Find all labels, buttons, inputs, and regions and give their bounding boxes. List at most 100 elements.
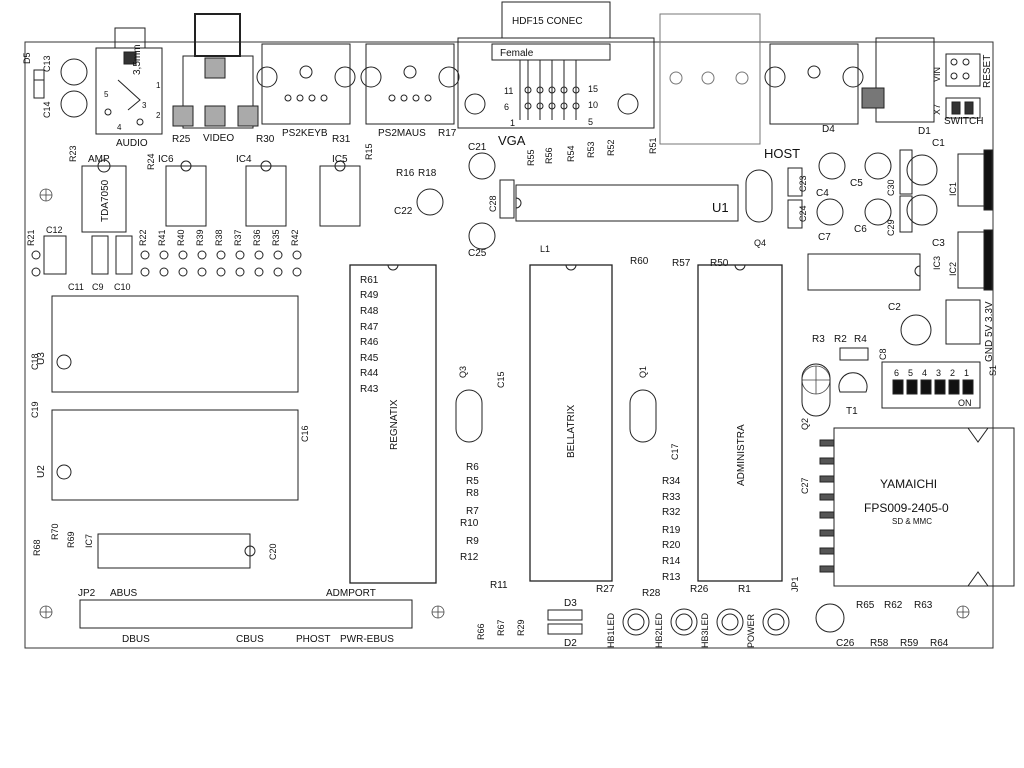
r36-label: R36	[252, 229, 262, 246]
r24-label: R24	[146, 153, 156, 170]
r1-label: R1	[738, 584, 751, 595]
jack-pin-label: 1	[156, 81, 161, 90]
ic7-chip	[97, 533, 256, 569]
r3-label: R3	[812, 334, 825, 345]
ic1-label: IC1	[948, 182, 958, 196]
amp-label: AMP	[88, 154, 110, 165]
r40-label: R40	[176, 229, 186, 246]
r37-label: R37	[233, 229, 243, 246]
c8-label: C8	[878, 348, 888, 360]
r20-label: R20	[662, 540, 681, 551]
l1-label: L1	[540, 244, 550, 254]
c19-label: C19	[30, 401, 40, 418]
c23-label: C23	[798, 175, 808, 192]
r32-label: R32	[662, 507, 681, 518]
ic4-chip	[245, 160, 287, 227]
audio-label: AUDIO	[116, 138, 148, 149]
r52-label: R52	[606, 139, 616, 156]
dip-pos-label: 3	[936, 368, 941, 378]
d2-label: D2	[564, 638, 577, 649]
tda-label: TDA7050	[100, 179, 111, 222]
r66-label: R66	[476, 623, 486, 640]
r69-label: R69	[66, 531, 76, 548]
vin-label: VIN	[932, 67, 942, 82]
led-label: HB2LED	[654, 612, 664, 648]
c3-label: C3	[932, 238, 945, 249]
r51-label: R51	[648, 137, 658, 154]
pwr-ebus-label: PWR-EBUS	[340, 634, 394, 645]
r58-label: R58	[870, 638, 889, 649]
r7-label: R7	[466, 506, 479, 517]
r61-label: R61	[360, 275, 379, 286]
vga-pin-label: 1	[510, 118, 515, 128]
x7-label: X7	[932, 104, 942, 115]
c22-label: C22	[394, 206, 413, 217]
u2-label: U2	[36, 465, 47, 478]
ic3-label: IC3	[932, 256, 942, 270]
usb-host-block	[659, 13, 761, 145]
r8-label: R8	[466, 488, 479, 499]
r18-label: R18	[418, 168, 437, 179]
jack-pin-label: 3	[142, 101, 147, 110]
cbus-label: CBUS	[236, 634, 264, 645]
r30-label: R30	[256, 134, 275, 145]
ps2-maus-label: PS2MAUS	[378, 128, 426, 139]
host-connector	[764, 43, 864, 125]
c12-label: C12	[46, 225, 63, 235]
ps2-keyb-label: PS2KEYB	[282, 128, 328, 139]
ic4-label: IC4	[236, 154, 252, 165]
d1-label: D1	[918, 126, 931, 137]
led-label: POWER	[746, 613, 756, 648]
u1-label: U1	[712, 200, 729, 215]
c7-label: C7	[818, 232, 831, 243]
r29-label: R29	[516, 619, 526, 636]
u2-chip	[51, 409, 299, 501]
voltage-label: GND 5V 3.3V	[984, 301, 995, 362]
r68-label: R68	[32, 539, 42, 556]
ic3-chip	[807, 253, 921, 291]
c29-label: C29	[886, 219, 896, 236]
ic1-ic2-regulators	[957, 149, 993, 291]
c26-label: C26	[836, 638, 855, 649]
video-label: VIDEO	[203, 133, 234, 144]
r5-label: R5	[466, 476, 479, 487]
switch-label: SWITCH	[944, 116, 983, 127]
r42-label: R42	[290, 229, 300, 246]
r12-label: R12	[460, 552, 479, 563]
d2-d3-diodes	[547, 609, 583, 635]
r9-label: R9	[466, 536, 479, 547]
c30-label: C30	[886, 179, 896, 196]
r19-label: R19	[662, 525, 681, 536]
jp2-label: JP2	[78, 588, 96, 599]
c10-label: C10	[114, 282, 131, 292]
regnatix-label: REGNATIX	[389, 399, 400, 450]
amp-chip	[81, 159, 127, 233]
q3-label: Q3	[458, 366, 468, 378]
bellatrix-chip	[529, 264, 613, 582]
upper-caps	[416, 152, 515, 250]
c28-label: C28	[488, 195, 498, 212]
d5-label: D4	[822, 124, 835, 135]
r27-label: R27	[596, 584, 615, 595]
r31-label: R31	[332, 134, 351, 145]
r14-label: R14	[662, 556, 681, 567]
vga-female-label: Female	[500, 48, 534, 59]
abus-label: ABUS	[110, 588, 138, 599]
r10-label: R10	[460, 518, 479, 529]
jp1-label: JP1	[790, 576, 800, 592]
r23-label: R23	[68, 145, 78, 162]
c5-label: C5	[850, 178, 863, 189]
c16-label: C16	[300, 425, 310, 442]
q1-label: Q1	[638, 366, 648, 378]
administra-label: ADMINISTRA	[736, 424, 747, 486]
r41-label: R41	[157, 229, 167, 246]
c25-label: C25	[468, 248, 487, 259]
ic2-label: IC2	[948, 262, 958, 276]
r25-label: R25	[172, 134, 191, 145]
r62-label: R62	[884, 600, 903, 611]
dip-pos-label: 4	[922, 368, 927, 378]
r53-label: R53	[586, 141, 596, 158]
r55-label: R55	[526, 149, 536, 166]
r65-label: R65	[856, 600, 875, 611]
